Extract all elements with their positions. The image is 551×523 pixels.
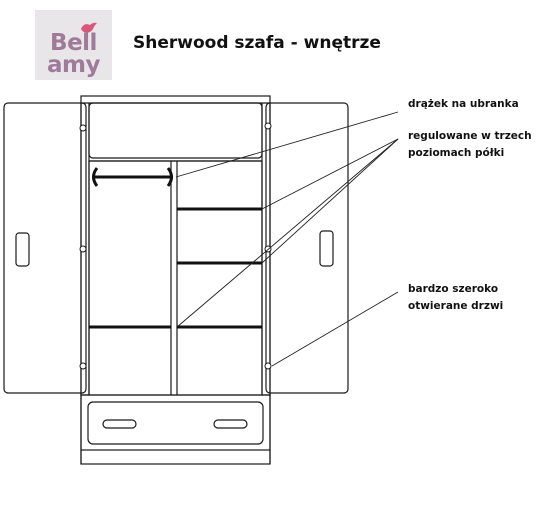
clothes-rod-end-left (92, 167, 99, 187)
upper-compartment (88, 102, 263, 159)
callout-shelves-line1: regulowane w trzech (408, 130, 532, 142)
hinge-left-bottom (79, 362, 87, 370)
callout-rod-line1: drążek na ubranka (408, 98, 519, 110)
brand-logo: Bell amy (35, 10, 112, 80)
bird-icon (81, 22, 97, 33)
cabinet-outline (80, 95, 271, 465)
callout-adjustable-shelves: regulowane w trzech poziomach półki (408, 128, 532, 162)
hinge-right-bottom (264, 362, 272, 370)
drawer-handle-left (102, 419, 137, 429)
hinge-left-top (79, 124, 87, 132)
callout-doors-line1: bardzo szeroko (408, 283, 499, 295)
leader-shelf-3 (176, 138, 399, 328)
clothes-rod-end-right (166, 167, 173, 187)
logo-text-bell: Bell (50, 30, 97, 56)
logo-text-amy: amy (47, 52, 100, 78)
hinge-right-top (264, 122, 272, 130)
right-door-handle (319, 230, 334, 267)
callout-shelves-line2: poziomach półki (408, 147, 505, 159)
callout-wide-doors: bardzo szeroko otwierane drzwi (408, 281, 503, 315)
leader-shelf-2 (261, 138, 399, 264)
left-door-handle (15, 232, 30, 267)
main-interior (88, 160, 263, 396)
drawer-front (87, 401, 264, 445)
hinge-left-middle (79, 245, 87, 253)
callout-doors-line2: otwierane drzwi (408, 300, 504, 312)
drawer-handle-right (213, 419, 248, 429)
page-title: Sherwood szafa - wnętrze (133, 33, 381, 53)
callout-clothes-rod: drążek na ubranka (408, 96, 519, 113)
leader-doors (271, 291, 399, 367)
leader-rod (175, 111, 399, 178)
drawer-frame (80, 394, 271, 451)
leader-shelf-1 (261, 138, 399, 210)
